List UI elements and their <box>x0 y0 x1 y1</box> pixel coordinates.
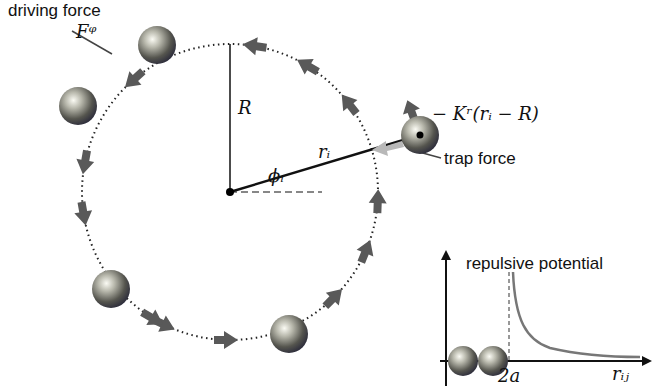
radius-line <box>229 44 231 192</box>
radius-symbol: R <box>238 98 252 118</box>
callout-label: trap force <box>444 150 516 169</box>
angle-symbol: ϕᵢ <box>268 166 284 186</box>
driving-arrows <box>73 35 425 349</box>
dimension-label: 2a <box>498 366 520 386</box>
force-symbol: Fᵠ <box>76 22 96 42</box>
force-formula: − Kʳ(rᵢ − R) <box>432 104 539 124</box>
angle-reference <box>230 191 322 192</box>
trap-force-arrow <box>372 141 404 156</box>
position-symbol: rᵢ <box>318 142 330 162</box>
position-line <box>230 135 420 192</box>
potential-inset <box>440 252 650 386</box>
plot-title: repulsive potential <box>466 255 603 274</box>
trap-ring <box>82 44 378 340</box>
axis-label: rᵢⱼ <box>612 364 629 384</box>
callout-label: driving force <box>8 2 101 21</box>
particles <box>59 26 439 353</box>
